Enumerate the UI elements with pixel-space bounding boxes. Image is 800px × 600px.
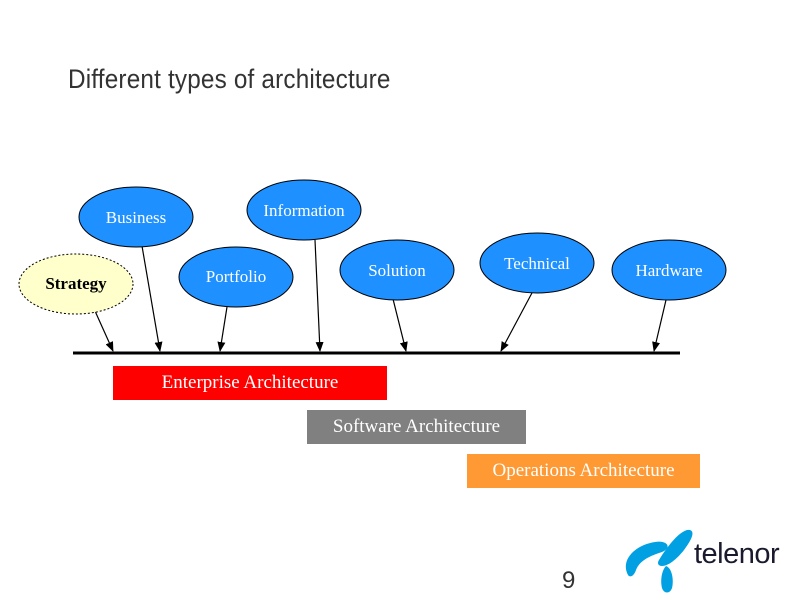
- operations-architecture-box: Operations Architecture: [467, 454, 700, 488]
- bubble-pointers: [94, 239, 667, 352]
- operations-architecture-label: Operations Architecture: [492, 460, 675, 481]
- slide-title: Different types of architecture: [68, 64, 391, 94]
- bubble-technical: Technical: [479, 232, 595, 294]
- page-number: 9: [562, 567, 576, 594]
- pointer-information: [314, 239, 324, 352]
- bubble-business-label: Business: [106, 208, 166, 227]
- enterprise-architecture-box: Enterprise Architecture: [113, 366, 387, 400]
- bubble-business: Business: [78, 186, 194, 248]
- bubble-portfolio: Portfolio: [178, 246, 294, 308]
- telenor-logo-text: telenor: [694, 538, 780, 570]
- pointer-portfolio: [217, 306, 228, 352]
- bubble-solution-label: Solution: [368, 261, 426, 280]
- software-architecture-box: Software Architecture: [307, 410, 526, 444]
- pointer-strategy: [94, 310, 114, 352]
- pointer-business: [141, 245, 163, 352]
- bubble-portfolio-label: Portfolio: [206, 267, 266, 286]
- telenor-logo-icon: [625, 529, 693, 593]
- bubble-hardware-label: Hardware: [635, 261, 702, 280]
- bubble-solution: Solution: [339, 239, 455, 301]
- bubble-technical-label: Technical: [504, 254, 570, 273]
- enterprise-architecture-label: Enterprise Architecture: [161, 372, 339, 393]
- software-architecture-label: Software Architecture: [332, 416, 501, 437]
- pointer-hardware: [652, 299, 667, 352]
- bubble-information-label: Information: [263, 201, 345, 220]
- pointer-solution: [392, 298, 408, 352]
- bubble-strategy: Strategy: [18, 253, 134, 315]
- bubble-hardware: Hardware: [611, 239, 727, 301]
- bubble-strategy-label: Strategy: [45, 274, 107, 293]
- pointer-technical: [500, 290, 534, 352]
- bubble-information: Information: [246, 179, 362, 241]
